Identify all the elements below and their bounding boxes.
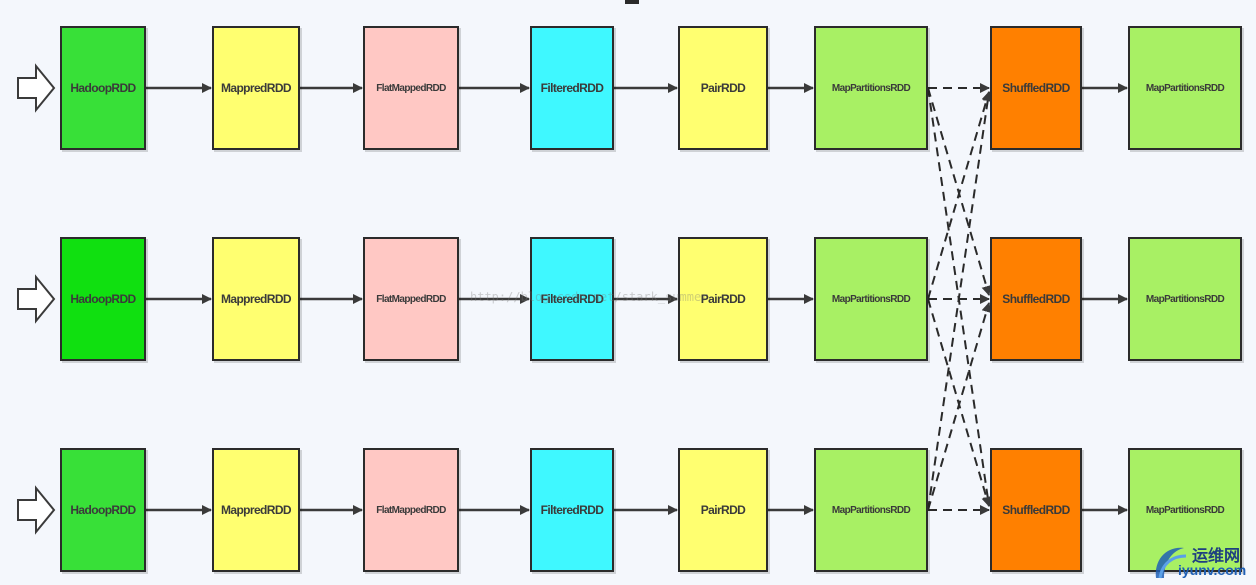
rdd-node: PairRDD (678, 448, 768, 572)
watermark-text: http://blog.csdn.net/stark_summer (470, 290, 709, 304)
logo-text-cn: 运维网 (1192, 546, 1241, 565)
rdd-node: HadoopRDD (60, 448, 146, 572)
input-arrow-icon (17, 63, 56, 113)
dependency-edges (146, 83, 1128, 515)
rdd-node: MapPartitionsRDD (1128, 26, 1242, 150)
rdd-node-label: MapPartitionsRDD (1145, 504, 1225, 516)
rdd-node-label: MapPartitionsRDD (831, 82, 911, 94)
shuffle-dependency-arrow (927, 91, 992, 300)
rdd-node-label: FlatMappedRDD (376, 504, 446, 516)
rdd-node: HadoopRDD (60, 237, 146, 361)
rdd-node-label: HadoopRDD (70, 503, 136, 517)
logo-swirl-icon (1155, 547, 1187, 579)
logo-text-en: iyunv.com (1178, 562, 1247, 578)
rdd-node: FlatMappedRDD (363, 448, 459, 572)
rdd-node: MapPartitionsRDD (1128, 448, 1242, 572)
rdd-node: MapPartitionsRDD (1128, 237, 1242, 361)
shuffle-dependency-arrow (927, 91, 993, 511)
rdd-node-label: HadoopRDD (70, 292, 136, 306)
rdd-node-label: MapPartitionsRDD (831, 504, 911, 516)
rdd-node-label: FlatMappedRDD (376, 82, 446, 94)
rdd-node-label: FilteredRDD (540, 81, 604, 95)
rdd-node: MapPartitionsRDD (814, 237, 928, 361)
rdd-node: PairRDD (678, 237, 768, 361)
rdd-node-label: MapPartitionsRDD (1145, 293, 1225, 305)
rdd-node-label: HadoopRDD (70, 81, 136, 95)
rdd-node: ShuffledRDD (990, 448, 1082, 572)
rdd-node-label: MappredRDD (220, 81, 292, 95)
rdd-node: FilteredRDD (530, 448, 614, 572)
rdd-node-label: PairRDD (700, 81, 746, 95)
input-arrow-icon (17, 274, 56, 324)
shuffle-dependency-arrow (927, 302, 992, 511)
rdd-node-label: MappredRDD (220, 503, 292, 517)
rdd-node: MappredRDD (212, 237, 300, 361)
rdd-node-label: ShuffledRDD (1002, 292, 1070, 306)
shuffle-dependency-arrow (927, 87, 992, 296)
rdd-node: MapPartitionsRDD (814, 448, 928, 572)
rdd-node: ShuffledRDD (990, 26, 1082, 150)
rdd-node: FlatMappedRDD (363, 26, 459, 150)
rdd-node: ShuffledRDD (990, 237, 1082, 361)
rdd-node-label: MapPartitionsRDD (1145, 82, 1225, 94)
site-logo: 运维网 iyunv.com (1150, 538, 1250, 580)
rdd-node-label: FlatMappedRDD (376, 293, 446, 305)
rdd-node-label: FilteredRDD (540, 292, 604, 306)
rdd-node: FlatMappedRDD (363, 237, 459, 361)
rdd-node-label: PairRDD (700, 292, 746, 306)
top-mark (625, 0, 639, 4)
rdd-node: MappredRDD (212, 26, 300, 150)
input-arrows (17, 63, 56, 535)
rdd-node-label: ShuffledRDD (1002, 81, 1070, 95)
rdd-node: FilteredRDD (530, 26, 614, 150)
rdd-node: PairRDD (678, 26, 768, 150)
rdd-node: HadoopRDD (60, 26, 146, 150)
rdd-node-label: FilteredRDD (540, 503, 604, 517)
rdd-node-label: ShuffledRDD (1002, 503, 1070, 517)
rdd-node: MapPartitionsRDD (814, 26, 928, 150)
rdd-node: MappredRDD (212, 448, 300, 572)
rdd-node-label: PairRDD (700, 503, 746, 517)
rdd-node-label: MapPartitionsRDD (831, 293, 911, 305)
rdd-node-label: MappredRDD (220, 292, 292, 306)
input-arrow-icon (17, 485, 56, 535)
shuffle-dependency-arrow (927, 298, 992, 507)
rdd-node: FilteredRDD (530, 237, 614, 361)
shuffle-edges (927, 83, 993, 515)
